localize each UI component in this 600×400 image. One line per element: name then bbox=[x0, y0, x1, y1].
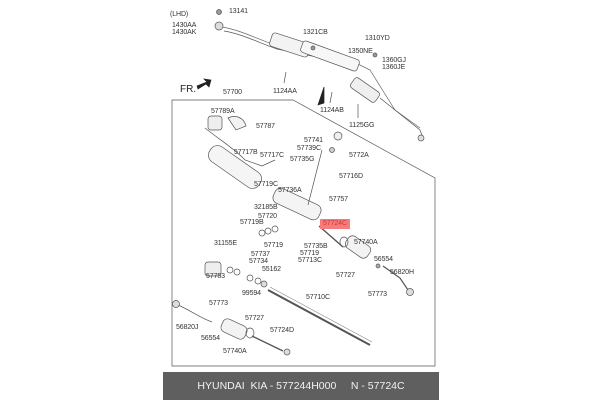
part-label[interactable]: 57719B bbox=[240, 219, 264, 226]
part-label[interactable]: 1321CB bbox=[303, 29, 328, 36]
part-label[interactable]: 57727 bbox=[336, 272, 355, 279]
part-label[interactable]: 57773 bbox=[209, 300, 228, 307]
part-label[interactable]: 57735G bbox=[290, 156, 315, 163]
part-label[interactable]: 57740A bbox=[354, 239, 378, 246]
part-label[interactable]: 99594 bbox=[242, 290, 261, 297]
part-label[interactable]: 57740A bbox=[223, 348, 247, 355]
part-label[interactable]: 1360GJ bbox=[382, 57, 406, 64]
part-label[interactable]: 57716D bbox=[339, 173, 363, 180]
part-label[interactable]: 56820H bbox=[390, 269, 414, 276]
part-label[interactable]: 1124AB bbox=[320, 107, 344, 114]
part-label[interactable]: 57724D bbox=[270, 327, 294, 334]
variant-label: (LHD) bbox=[170, 11, 189, 18]
part-label[interactable]: 56554 bbox=[374, 256, 393, 263]
part-label[interactable]: 57700 bbox=[223, 89, 242, 96]
part-label[interactable]: 57736A bbox=[278, 187, 302, 194]
part-label[interactable]: 57753 bbox=[206, 273, 225, 280]
part-label[interactable]: 31155E bbox=[214, 240, 238, 247]
part-label[interactable]: 57719 bbox=[264, 242, 283, 249]
part-label[interactable]: 55162 bbox=[262, 266, 281, 273]
part-label[interactable]: 56820J bbox=[176, 324, 199, 331]
part-label[interactable]: 57787 bbox=[256, 123, 275, 130]
part-label[interactable]: 57720 bbox=[258, 213, 277, 220]
part-label[interactable]: 57713C bbox=[298, 257, 322, 264]
part-label[interactable]: 57789A bbox=[211, 108, 235, 115]
part-label[interactable]: 57717C bbox=[260, 152, 284, 159]
part-number-text: HYUNDAI KIA - 577244H000 N - 57724C bbox=[197, 380, 405, 392]
part-label[interactable]: 56554 bbox=[201, 335, 220, 342]
part-label[interactable]: 57741 bbox=[304, 137, 323, 144]
part-label[interactable]: 57717B bbox=[234, 149, 258, 156]
part-label[interactable]: 5772A bbox=[349, 152, 369, 159]
part-label[interactable]: 1360JE bbox=[382, 64, 406, 71]
part-label[interactable]: 13141 bbox=[229, 8, 248, 15]
direction-label: FR. bbox=[180, 84, 197, 95]
part-label[interactable]: 1124AA bbox=[273, 88, 297, 95]
part-label[interactable]: 57710C bbox=[306, 294, 330, 301]
exploded-view-frame bbox=[171, 99, 436, 367]
part-label[interactable]: 57719C bbox=[254, 181, 278, 188]
part-label[interactable]: 57719 bbox=[300, 250, 319, 257]
part-label[interactable]: 1310YD bbox=[365, 35, 390, 42]
part-number-footer: HYUNDAI KIA - 577244H000 N - 57724C bbox=[163, 372, 439, 400]
part-label[interactable]: 1430AA bbox=[172, 22, 197, 29]
part-label[interactable]: 57727 bbox=[245, 315, 264, 322]
part-label[interactable]: 57734 bbox=[249, 258, 268, 265]
highlighted-part-label[interactable]: 57724C bbox=[320, 219, 350, 229]
part-label[interactable]: 1430AK bbox=[172, 29, 197, 36]
part-label[interactable]: 32185B bbox=[254, 204, 278, 211]
part-label[interactable]: 1125GG bbox=[349, 122, 375, 129]
part-label[interactable]: 57757 bbox=[329, 196, 348, 203]
part-label[interactable]: 57773 bbox=[368, 291, 387, 298]
part-label[interactable]: 57737 bbox=[251, 251, 270, 258]
part-label[interactable]: 57739C bbox=[297, 145, 321, 152]
part-label[interactable]: 57735B bbox=[304, 243, 328, 250]
part-label[interactable]: 1350NE bbox=[348, 48, 373, 55]
